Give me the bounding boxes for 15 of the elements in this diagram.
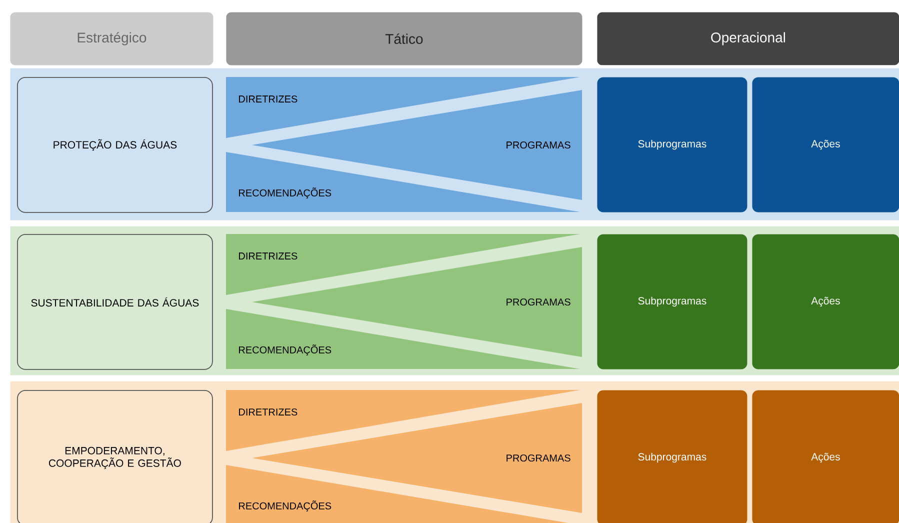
strategy-box: PROTEÇÃO DAS ÁGUAS (17, 77, 213, 213)
action-box: Ações (752, 234, 899, 370)
action-box: Ações (752, 390, 899, 523)
action-box: Subprogramas (597, 390, 748, 523)
node-label: PROGRAMAS (506, 298, 570, 306)
strategy-box: SUSTENTABILIDADE DAS ÁGUAS (17, 234, 213, 370)
column-header: Tático (226, 12, 582, 66)
node-label: PROGRAMAS (506, 141, 570, 149)
action-box: Subprogramas (597, 77, 748, 212)
action-box: Subprogramas (597, 234, 748, 370)
column-header: Operacional (597, 12, 899, 66)
strategy-box: EMPODERAMENTO, COOPERAÇÃO E GESTÃO (17, 390, 213, 523)
action-box: Ações (752, 77, 899, 212)
column-header: Estratégico (10, 12, 214, 66)
node-label: PROGRAMAS (506, 454, 570, 462)
